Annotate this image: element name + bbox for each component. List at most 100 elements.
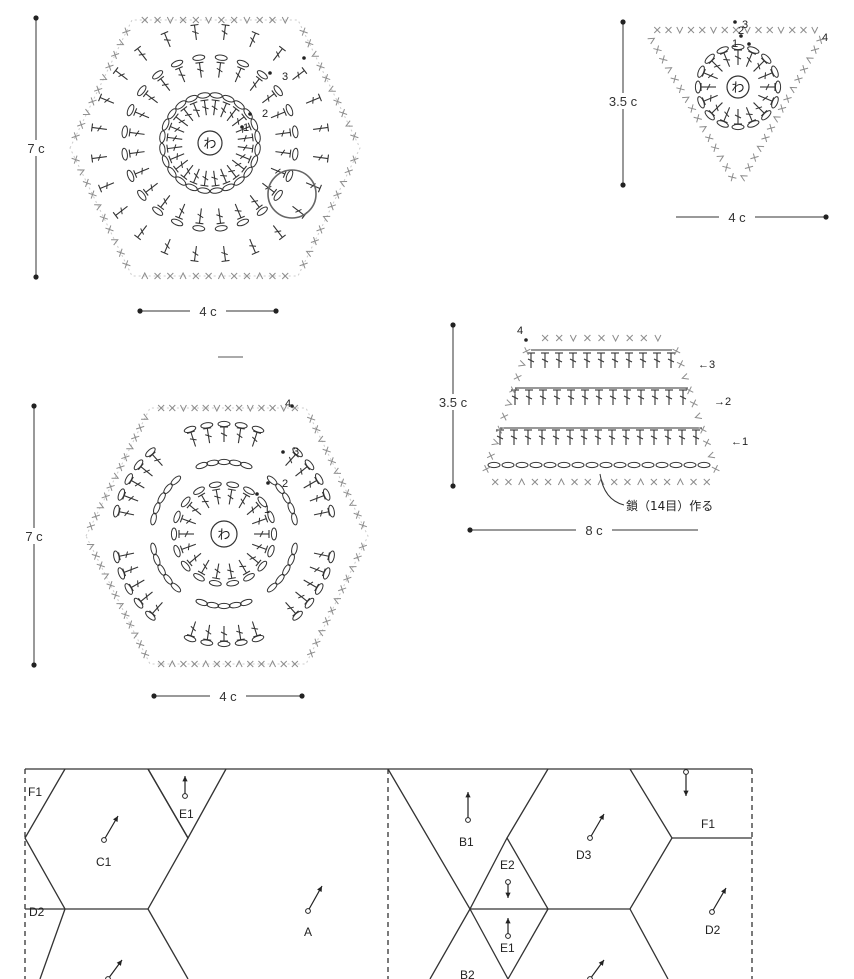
single-crochet-stitch [811,26,819,34]
row-label: ←3 [698,359,715,371]
single-crochet-stitch [744,162,754,172]
single-crochet-stitch [610,478,618,486]
single-crochet-stitch [491,478,499,486]
treble-stitch [189,101,204,120]
single-crochet-stitch [698,123,709,133]
single-crochet-stitch [766,26,774,34]
chain-stitch [683,461,697,469]
treble-stitch [253,529,270,539]
single-crochet-stitch [280,660,288,668]
single-crochet-stitch [101,570,111,580]
single-crochet-stitch [224,404,232,412]
treble-stitch [180,162,197,181]
single-crochet-stitch [213,404,221,412]
treble-stitch [312,507,331,520]
single-crochet-stitch [99,73,109,83]
chain-stitch [182,424,198,435]
round-label: 3 [293,446,299,458]
chain-stitch [179,495,193,509]
round-label: 4 [285,398,291,410]
single-crochet-stitch [99,213,109,223]
single-crochet-stitch [224,660,232,668]
treble-stitch [243,549,262,567]
chain-stitch [241,165,255,180]
grain-arrows [101,769,727,979]
chain-stitch [116,487,127,502]
single-crochet-stitch [531,478,539,486]
single-crochet-stitch [349,155,359,165]
triangle-motif: わ 1 2 3 4 3.5 c 4 c [604,19,829,225]
treble-stitch [250,514,269,529]
chain-stitch [214,224,229,233]
single-crochet-stitch [93,85,103,95]
treble-stitch [312,152,330,164]
chain-stitch [255,205,270,218]
single-crochet-stitch [681,94,691,104]
round-label: 2 [262,108,268,120]
treble-stitch [523,429,533,446]
single-crochet-stitch [310,50,320,60]
height-dimension: 3.5 c [604,19,642,188]
piece-label: B2 [460,968,475,979]
chain-stitch [205,458,220,467]
single-crochet-stitch [504,399,514,408]
chain-stitch [255,559,269,573]
treble-stitch [664,389,674,406]
treble-stitch [248,619,262,638]
single-crochet-stitch [675,84,686,94]
single-crochet-stitch [344,166,354,176]
treble-stitch [160,30,175,49]
chain-stitch [669,461,683,469]
treble-stitch [211,488,224,506]
width-dimension: 4 c [137,303,279,319]
treble-stitch [166,132,184,144]
treble-stitch [142,89,161,107]
treble-stitch [90,152,108,164]
single-crochet-stitch [353,552,363,562]
treble-stitch [524,389,534,406]
single-crochet-stitch [727,172,737,182]
treble-stitch [624,352,634,369]
chain-stitch [272,188,285,203]
chain-stitch [290,542,299,556]
single-crochet-stitch [111,590,121,600]
chain-stitch [774,80,782,94]
round-label: 1 [243,122,249,134]
single-crochet-stitch [332,190,342,200]
treble-stitch [700,82,717,92]
single-crochet-stitch [342,574,352,584]
round-label: 2 [282,478,288,490]
chain-stitch [173,98,188,112]
single-crochet-stitch [749,152,760,163]
single-crochet-stitch [192,16,200,24]
chain-stitch [746,118,761,130]
single-crochet-stitch [698,26,706,34]
treble-stitch [179,539,198,554]
layout-labels: F1 E1 C1 D2 A B1 E2 D3 F1 E1 D2 B2 [28,785,721,979]
chain-stitch [150,205,165,218]
magic-ring-icon [197,130,223,156]
treble-stitch [635,429,645,446]
chain-stitch [205,601,220,610]
chain-stitch [182,633,198,644]
treble-stitch [186,549,205,567]
single-crochet-stitch [96,561,106,571]
chain-stitch [208,579,223,588]
chain-stitch [150,68,165,81]
single-crochet-stitch [777,26,785,34]
treble-stitch [678,389,688,406]
chain-stitch [290,512,299,526]
svg-text:8 c: 8 c [585,523,603,538]
single-crochet-stitch [358,520,368,530]
single-crochet-stitch [116,248,126,258]
single-crochet-stitch [569,334,577,342]
single-crochet-stitch [88,96,98,106]
single-crochet-stitch [716,152,726,163]
single-crochet-stitch [91,511,101,521]
single-crochet-stitch [583,334,591,342]
chain-stitch [135,188,148,203]
treble-stitch [133,164,152,179]
treble-stitch [214,61,226,79]
round-label: 3 [282,71,288,83]
width-dimension: 4 c [151,688,305,704]
